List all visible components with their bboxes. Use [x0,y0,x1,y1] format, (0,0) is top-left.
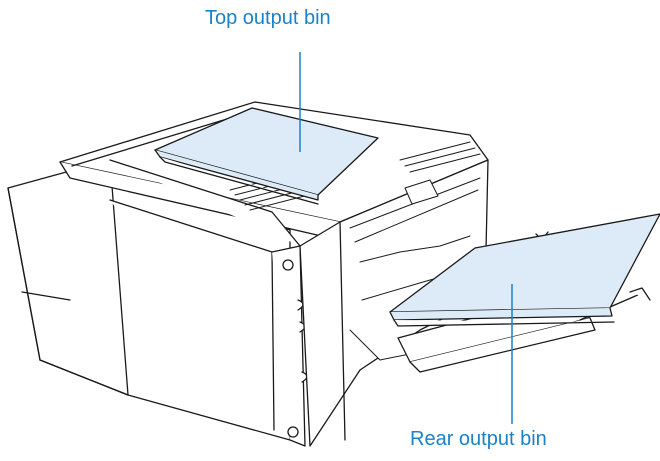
top-bin-paper [154,107,379,205]
rear-output-bin-label: Rear output bin [410,428,547,450]
top-output-bin-label: Top output bin [205,7,331,29]
printer-left-panel [7,159,291,441]
screw-top [282,259,294,271]
rear-bin-paper [389,213,660,327]
printer-side-edge [271,245,308,447]
screw-bottom [287,426,299,438]
